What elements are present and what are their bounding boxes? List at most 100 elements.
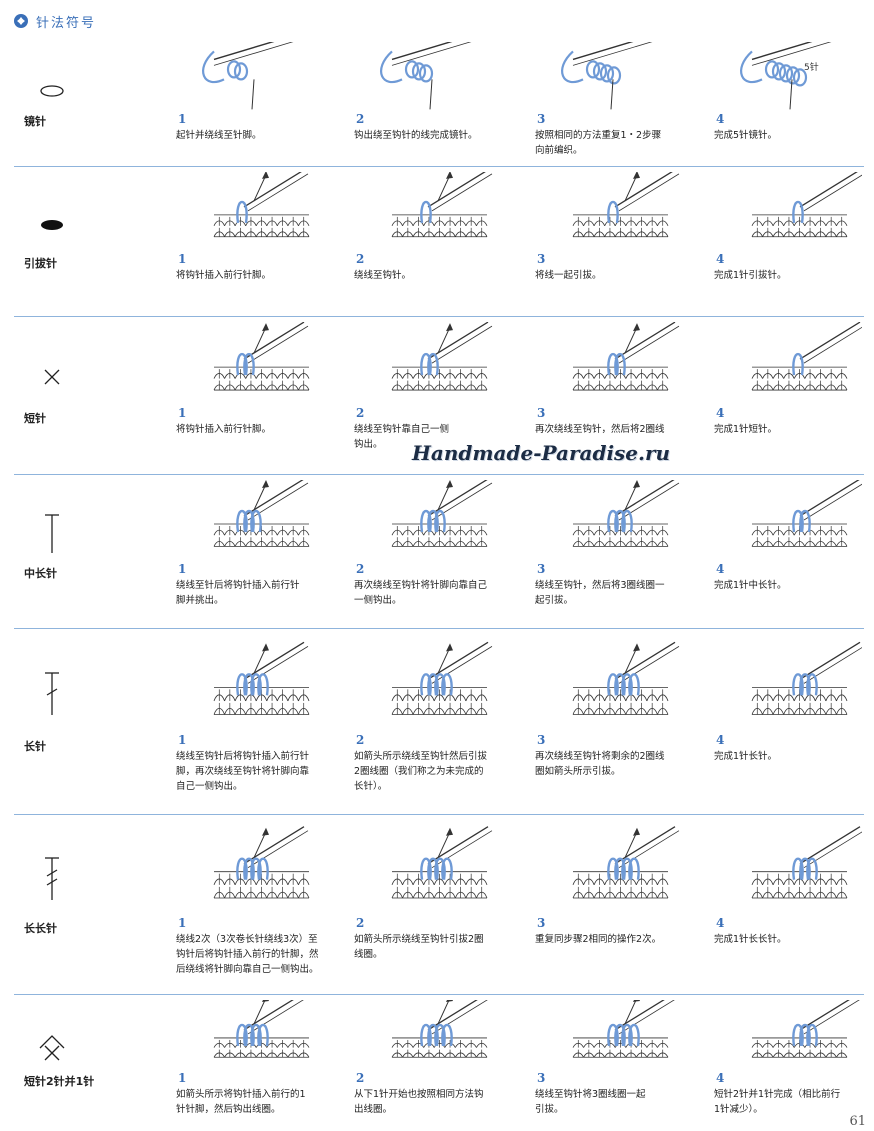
step-caption: 绕线至钩针靠自己一侧 钩出。: [354, 424, 450, 450]
step-number: 1: [178, 252, 187, 266]
step-caption: 如箭头所示将钩针插入前行的1 针针脚，然后钩出线圈。: [176, 1089, 306, 1115]
treble-crochet-icon: [22, 852, 82, 906]
step-caption: 将钩针插入前行针脚。: [176, 270, 272, 281]
step-number: 4: [716, 562, 725, 576]
step-caption: 完成1针中长针。: [714, 580, 787, 591]
step-number: 2: [356, 1071, 365, 1085]
stitch-step: 5针 4 完成5针镜针。: [712, 28, 874, 168]
sc2tog-icon: [22, 1022, 82, 1076]
row-divider: [14, 166, 864, 167]
step-caption: 按照相同的方法重复1・2步骤 向前编织。: [535, 130, 662, 156]
stitch-step: 4 完成1针短针。: [712, 318, 874, 476]
stitch-illustration: [533, 478, 683, 564]
stitch-illustration: [352, 820, 502, 918]
stitch-illustration: [174, 321, 324, 408]
step-number: 2: [356, 916, 365, 930]
chain-oval-icon: [22, 64, 82, 118]
stitch-illustration: [533, 820, 683, 918]
step-number: 3: [537, 112, 546, 126]
step-caption: 重复同步骤2相同的操作2次。: [535, 934, 662, 945]
step-caption: 将钩针插入前行针脚。: [176, 424, 272, 435]
step-number: 3: [537, 562, 546, 576]
stitch-name: 长长针: [24, 922, 57, 936]
step-number: 3: [537, 252, 546, 266]
stitch-illustration: [533, 169, 683, 254]
step-number: 4: [716, 1071, 725, 1085]
stitch-name: 长针: [24, 739, 46, 753]
stitch-illustration: [533, 321, 683, 408]
step-caption: 短针2针并1针完成（相比前行 1针减少）。: [714, 1089, 841, 1115]
stitch-illustration: [533, 28, 683, 114]
step-caption: 完成1针长针。: [714, 751, 778, 762]
stitch-illustration: [352, 321, 502, 408]
page-number: 61: [849, 1114, 866, 1129]
step-number: 1: [178, 562, 187, 576]
half-double-t-icon: [22, 507, 82, 561]
stitch-name: 中长针: [24, 567, 57, 581]
stitch-step: 3 按照相同的方法重复1・2步骤 向前编织。: [533, 28, 698, 168]
stitch-name: 短针: [24, 411, 46, 425]
step-number: 2: [356, 406, 365, 420]
row-divider: [14, 628, 864, 629]
stitch-illustration: [352, 992, 502, 1073]
step-caption: 绕线至钩针将3圈线圈一起 引拔。: [535, 1089, 646, 1115]
stitch-illustration: [352, 169, 502, 254]
step-number: 1: [178, 112, 187, 126]
stitch-illustration: [174, 478, 324, 564]
step-number: 3: [537, 733, 546, 747]
stitch-step: 2 绕线至钩针靠自己一侧 钩出。: [352, 318, 517, 476]
step-number: 4: [716, 252, 725, 266]
stitch-illustration: [174, 992, 324, 1073]
step-number: 2: [356, 252, 365, 266]
stitch-illustration: [712, 478, 865, 564]
stitch-illustration: [352, 478, 502, 564]
stitch-illustration: [712, 28, 862, 114]
stitch-illustration: [174, 169, 324, 254]
step-caption: 再次绕线至钩针，然后将2圈线: [535, 424, 665, 435]
double-crochet-icon: [22, 667, 82, 721]
step-number: 4: [716, 112, 725, 126]
stitch-step: 1 将钩针插入前行针脚。: [174, 318, 339, 476]
step-number: 4: [716, 916, 725, 930]
step-caption: 完成5针镜针。: [714, 130, 778, 141]
step-caption: 钩出绕至钩针的线完成镜针。: [354, 130, 478, 141]
step-number: 1: [178, 733, 187, 747]
step-number: 1: [178, 406, 187, 420]
row-divider: [14, 316, 864, 317]
section-title: 针法符号: [36, 15, 97, 31]
stitch-illustration: [352, 634, 502, 735]
stitch-step: 3 再次绕线至钩针将剩余的2圈线 圈如箭头所示引拔。: [533, 630, 698, 816]
row-divider: [14, 814, 864, 815]
step-caption: 再次绕线至钩针将剩余的2圈线 圈如箭头所示引拔。: [535, 751, 665, 777]
stitch-illustration: [712, 992, 865, 1073]
step-number: 1: [178, 1071, 187, 1085]
step-caption: 完成1针短针。: [714, 424, 778, 435]
stitch-step: 1 如箭头所示将钩针插入前行的1 针针脚，然后钩出线圈。: [174, 992, 339, 1128]
step-number: 2: [356, 562, 365, 576]
step-number: 4: [716, 406, 725, 420]
single-crochet-x-icon: [22, 350, 82, 404]
watermark: Handmade-Paradise.ru: [412, 441, 671, 465]
stitch-name: 引拔针: [24, 257, 57, 270]
stitch-name: 镜针: [24, 115, 46, 129]
step-caption: 再次绕线至钩针将针脚向靠自己 一侧钩出。: [354, 580, 488, 606]
step-caption: 绕线2次（3次卷长针绕线3次）至 钩针后将钩针插入前行的针脚，然 后绕线将针脚向…: [176, 934, 319, 975]
count-note: 5针: [804, 63, 819, 73]
stitch-illustration: [712, 820, 865, 918]
stitch-illustration: [712, 321, 865, 408]
